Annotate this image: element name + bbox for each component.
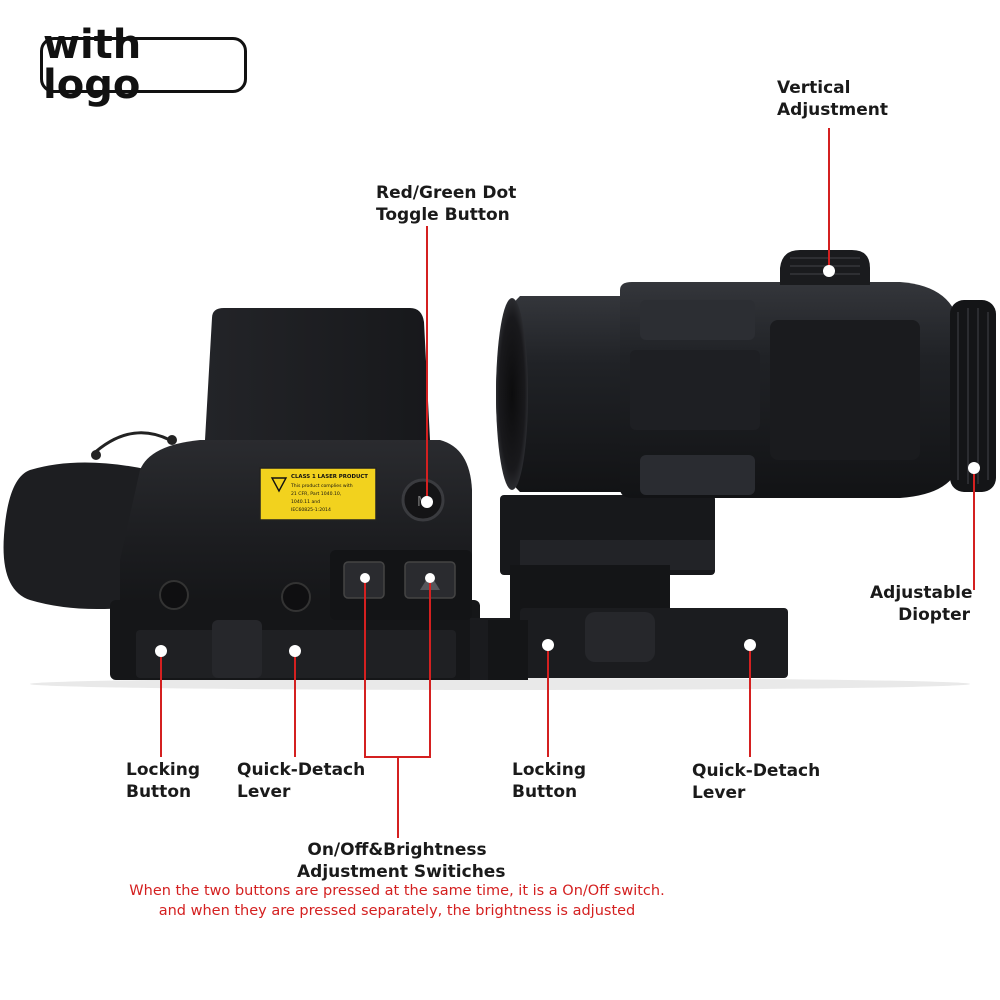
note-line: When the two buttons are pressed at the … bbox=[129, 883, 665, 899]
tube-panel bbox=[630, 350, 760, 430]
sticker-line: This product complies with bbox=[290, 483, 353, 489]
switch-usage-note: When the two buttons are pressed at the … bbox=[0, 881, 794, 921]
dot-switch-left bbox=[360, 573, 370, 583]
label-line: Diopter bbox=[898, 605, 970, 625]
label-quick-detach-left: Quick-Detach Lever bbox=[237, 759, 365, 803]
label-line: Vertical bbox=[777, 78, 851, 98]
label-brightness-switches: On/Off&Brightness Adjustment Switiches bbox=[297, 839, 506, 883]
dot-quick-detach-right bbox=[744, 639, 756, 651]
dot-quick-detach-left bbox=[289, 645, 301, 657]
label-line: Locking bbox=[126, 760, 200, 780]
sticker-line: IEC60825-1:2014 bbox=[291, 507, 331, 513]
tube-panel bbox=[640, 455, 755, 495]
objective-lens bbox=[496, 298, 528, 490]
dot-locking-right bbox=[542, 639, 554, 651]
note-line: and when they are pressed separately, th… bbox=[158, 903, 636, 919]
dot-diopter bbox=[968, 462, 980, 474]
callout-lines bbox=[160, 128, 975, 838]
label-line: Lever bbox=[237, 782, 291, 802]
diopter-knurling bbox=[957, 308, 989, 484]
flip-cap bbox=[3, 462, 150, 609]
label-line: Button bbox=[126, 782, 192, 802]
sight-hood bbox=[205, 308, 430, 440]
label-toggle-button: Red/Green Dot Toggle Button bbox=[376, 182, 516, 226]
dot-locking-left bbox=[155, 645, 167, 657]
label-line: Quick-Detach bbox=[237, 760, 366, 780]
holographic-sight: CLASS 1 LASER PRODUCT This product compl… bbox=[3, 308, 510, 680]
dot-vertical-adjustment bbox=[823, 265, 835, 277]
lever-handle bbox=[212, 620, 262, 678]
floor-shadow bbox=[30, 678, 970, 690]
tether-clip bbox=[167, 435, 177, 445]
label-line: Locking bbox=[512, 760, 586, 780]
label-line: Red/Green Dot bbox=[376, 183, 517, 203]
laser-warning-sticker: CLASS 1 LASER PRODUCT This product compl… bbox=[259, 467, 377, 521]
tether-clip bbox=[91, 450, 101, 460]
screw bbox=[281, 582, 311, 612]
label-line: Adjustment Switiches bbox=[297, 862, 506, 882]
sticker-line: 21 CFR, Part 1040.10, bbox=[291, 491, 342, 497]
sticker-line: 1040.11 and bbox=[291, 499, 320, 505]
label-locking-button-left: Locking Button bbox=[126, 759, 200, 803]
callout-dots bbox=[155, 265, 980, 657]
label-line: Lever bbox=[692, 783, 746, 803]
label-vertical-adjustment: Vertical Adjustment bbox=[777, 77, 888, 121]
rail-clamp bbox=[488, 620, 528, 680]
qd-lever-handle bbox=[585, 612, 655, 662]
label-line: Adjustable bbox=[870, 583, 973, 603]
tube-facet bbox=[770, 320, 920, 460]
label-line: Button bbox=[512, 782, 578, 802]
cap-tether bbox=[90, 431, 171, 457]
label-line: Adjustment bbox=[777, 100, 888, 120]
dot-switch-right bbox=[425, 573, 435, 583]
dot-toggle-button bbox=[421, 496, 433, 508]
label-line: Quick-Detach bbox=[692, 761, 821, 781]
tube-panel bbox=[640, 300, 755, 340]
objective-bell bbox=[496, 296, 640, 492]
label-line: On/Off&Brightness bbox=[307, 840, 487, 860]
label-adjustable-diopter: Adjustable Diopter bbox=[870, 582, 973, 626]
sticker-title: CLASS 1 LASER PRODUCT bbox=[291, 474, 368, 480]
magnifier bbox=[488, 250, 996, 680]
label-line: Toggle Button bbox=[376, 205, 510, 225]
label-quick-detach-right: Quick-Detach Lever bbox=[692, 760, 820, 804]
label-locking-button-right: Locking Button bbox=[512, 759, 586, 803]
screw bbox=[159, 580, 189, 610]
adjustable-diopter-ring bbox=[950, 300, 996, 492]
